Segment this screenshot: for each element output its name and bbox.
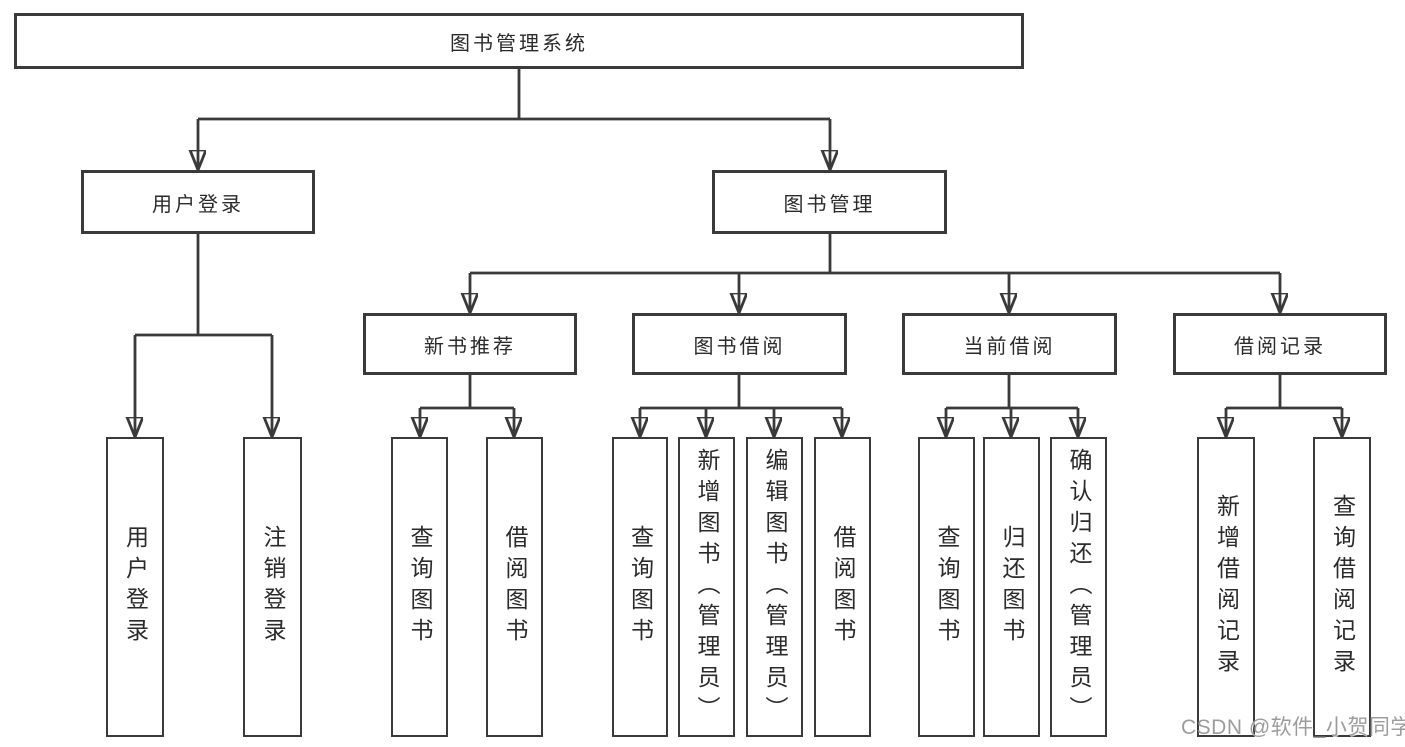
leaf-label: 查询图书 bbox=[407, 525, 433, 649]
leaf-label: 借阅图书 bbox=[830, 525, 856, 649]
node-label: 图书管理 bbox=[783, 193, 876, 216]
leaf-label: 新增借阅记录 bbox=[1213, 494, 1240, 680]
leaf-confirm-return-admin: 确认归还（管理员） bbox=[1050, 437, 1107, 737]
leaf-borrow-books-2: 借阅图书 bbox=[814, 437, 871, 737]
leaf-query-books-3: 查询图书 bbox=[918, 437, 975, 737]
leaf-borrow-books-1: 借阅图书 bbox=[486, 437, 543, 737]
leaf-query-books-1: 查询图书 bbox=[391, 437, 448, 737]
leaf-label: 用户登录 bbox=[122, 525, 149, 649]
leaf-query-books-2: 查询图书 bbox=[612, 437, 668, 737]
node-user-login: 用户登录 bbox=[81, 170, 315, 234]
leaf-label: 查询借阅记录 bbox=[1329, 494, 1356, 680]
node-library-management-system: 图书管理系统 bbox=[14, 13, 1024, 69]
leaf-label: 借阅图书 bbox=[502, 525, 528, 649]
node-label: 图书借阅 bbox=[693, 335, 786, 358]
leaf-label: 确认归还（管理员） bbox=[1066, 447, 1092, 727]
csdn-watermark: CSDN @软件_小贺同学 bbox=[1181, 716, 1405, 739]
node-label: 用户登录 bbox=[152, 193, 244, 216]
leaf-label: 查询图书 bbox=[627, 525, 654, 649]
node-label: 借阅记录 bbox=[1234, 335, 1326, 358]
node-current-borrowing: 当前借阅 bbox=[902, 313, 1117, 375]
leaf-query-borrow-record: 查询借阅记录 bbox=[1313, 437, 1371, 737]
node-book-management: 图书管理 bbox=[712, 170, 947, 234]
node-new-book-recommend: 新书推荐 bbox=[363, 313, 577, 375]
node-label: 图书管理系统 bbox=[450, 32, 588, 55]
leaf-add-borrow-record: 新增借阅记录 bbox=[1197, 437, 1255, 737]
leaf-add-book-admin: 新增图书（管理员） bbox=[678, 437, 735, 737]
leaf-return-book: 归还图书 bbox=[983, 437, 1040, 737]
node-label: 新书推荐 bbox=[424, 335, 516, 358]
node-label: 当前借阅 bbox=[963, 335, 1056, 358]
leaf-label: 注销登录 bbox=[260, 525, 286, 649]
leaf-label: 归还图书 bbox=[999, 525, 1025, 649]
node-borrow-records: 借阅记录 bbox=[1173, 313, 1387, 375]
leaf-logout: 注销登录 bbox=[243, 437, 302, 737]
leaf-label: 新增图书（管理员） bbox=[694, 447, 720, 727]
leaf-label: 编辑图书（管理员） bbox=[762, 447, 788, 727]
leaf-label: 查询图书 bbox=[934, 525, 960, 649]
leaf-user-login: 用户登录 bbox=[106, 437, 164, 737]
leaf-edit-book-admin: 编辑图书（管理员） bbox=[746, 437, 803, 737]
node-book-borrowing: 图书借阅 bbox=[632, 313, 847, 375]
